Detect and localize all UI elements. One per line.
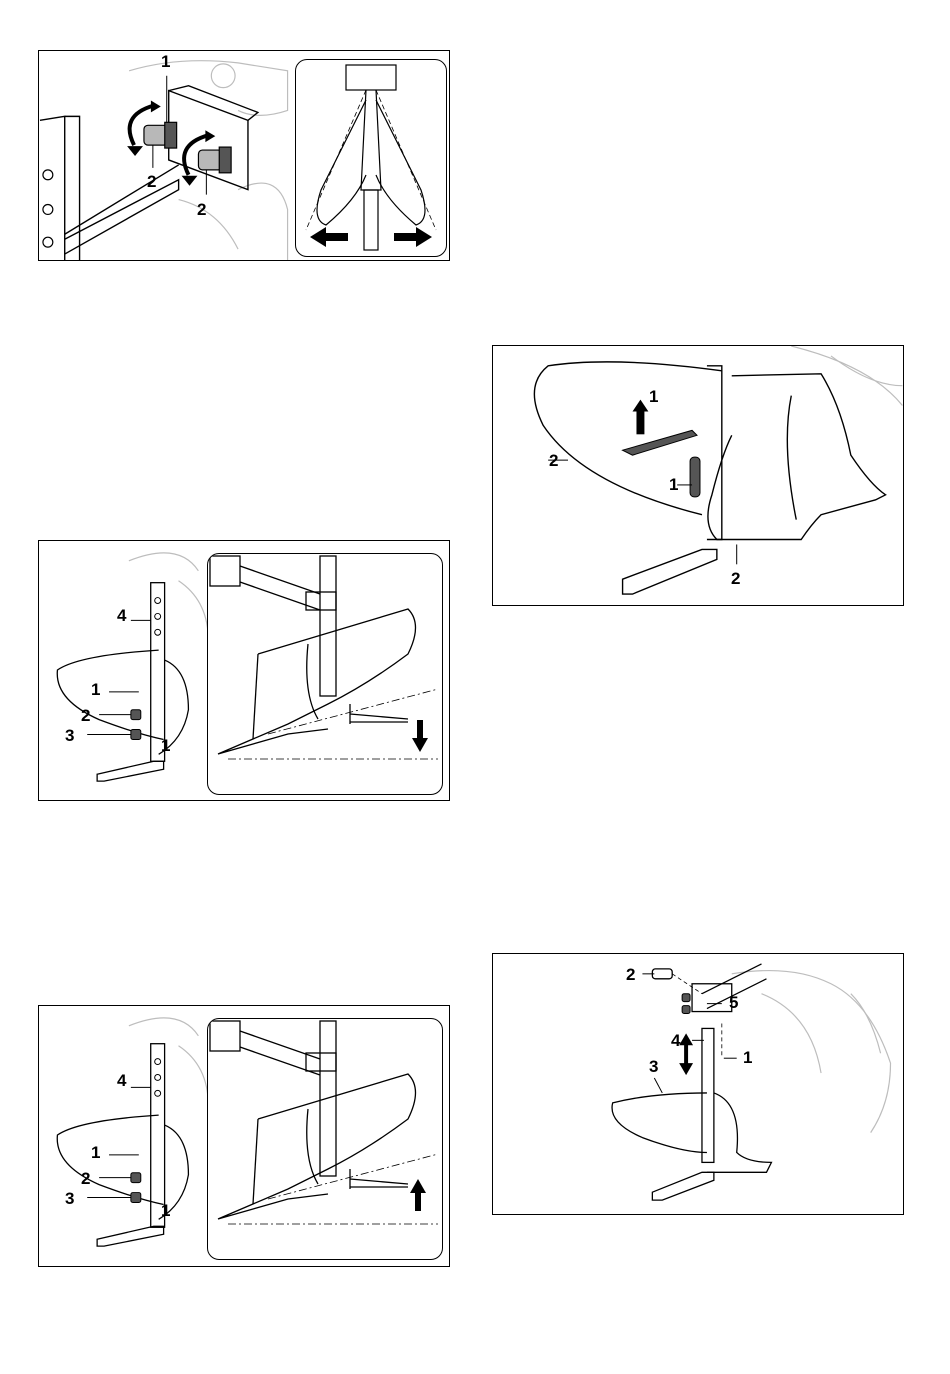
inset-depth-lower bbox=[207, 553, 443, 795]
callout-1: 1 bbox=[161, 53, 170, 70]
callout-1: 1 bbox=[161, 737, 170, 754]
figure-depth-lower: 4 1 2 3 1 bbox=[38, 540, 450, 801]
callout-2: 2 bbox=[731, 570, 740, 587]
callout-3: 3 bbox=[65, 727, 74, 744]
callout-2: 2 bbox=[549, 452, 558, 469]
figure-wing-plates: 1 2 1 2 bbox=[492, 345, 904, 606]
callout-2: 2 bbox=[197, 201, 206, 218]
wing-spread-illustration bbox=[296, 60, 446, 256]
callout-4: 4 bbox=[671, 1032, 680, 1049]
callout-2: 2 bbox=[81, 707, 90, 724]
callout-2: 2 bbox=[147, 173, 156, 190]
callout-2: 2 bbox=[81, 1170, 90, 1187]
callout-1: 1 bbox=[91, 681, 100, 698]
pin-mount-illustration bbox=[493, 954, 903, 1214]
share-depth-lower-illustration bbox=[208, 554, 442, 794]
figure-pin-mount: 2 5 4 1 3 bbox=[492, 953, 904, 1215]
wing-plates-illustration bbox=[493, 346, 903, 605]
callout-1: 1 bbox=[743, 1049, 752, 1066]
callout-5: 5 bbox=[729, 994, 738, 1011]
inset-wing-spread bbox=[295, 59, 447, 257]
share-depth-raise-illustration bbox=[208, 1019, 442, 1259]
callout-2: 2 bbox=[626, 966, 635, 983]
callout-4: 4 bbox=[117, 1072, 126, 1089]
figure-depth-raise: 4 1 2 3 1 bbox=[38, 1005, 450, 1267]
callout-4: 4 bbox=[117, 607, 126, 624]
callout-3: 3 bbox=[649, 1058, 658, 1075]
figure-bracket-bolts: 1 2 2 bbox=[38, 50, 450, 261]
callout-1: 1 bbox=[649, 388, 658, 405]
callout-1: 1 bbox=[91, 1144, 100, 1161]
callout-1: 1 bbox=[669, 476, 678, 493]
inset-depth-raise bbox=[207, 1018, 443, 1260]
callout-3: 3 bbox=[65, 1190, 74, 1207]
callout-1: 1 bbox=[161, 1202, 170, 1219]
